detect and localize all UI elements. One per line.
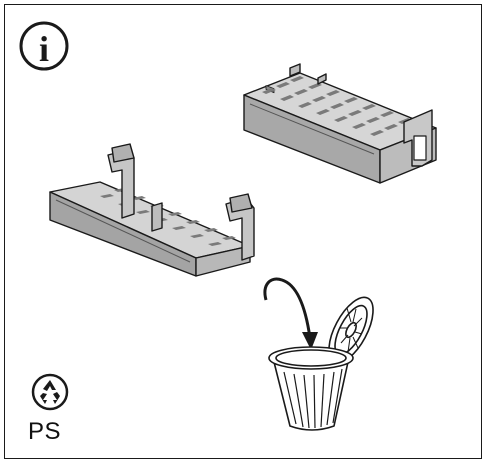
info-glyph: i — [39, 29, 49, 69]
curved-arrow-icon — [263, 277, 318, 350]
recycling-code: PS — [28, 418, 62, 445]
trash-bin-icon — [268, 296, 374, 431]
packaging-spacer-lower — [49, 143, 255, 277]
packaging-spacer-upper — [243, 63, 437, 184]
recycle-icon — [31, 373, 69, 411]
info-icon: i — [19, 21, 69, 71]
